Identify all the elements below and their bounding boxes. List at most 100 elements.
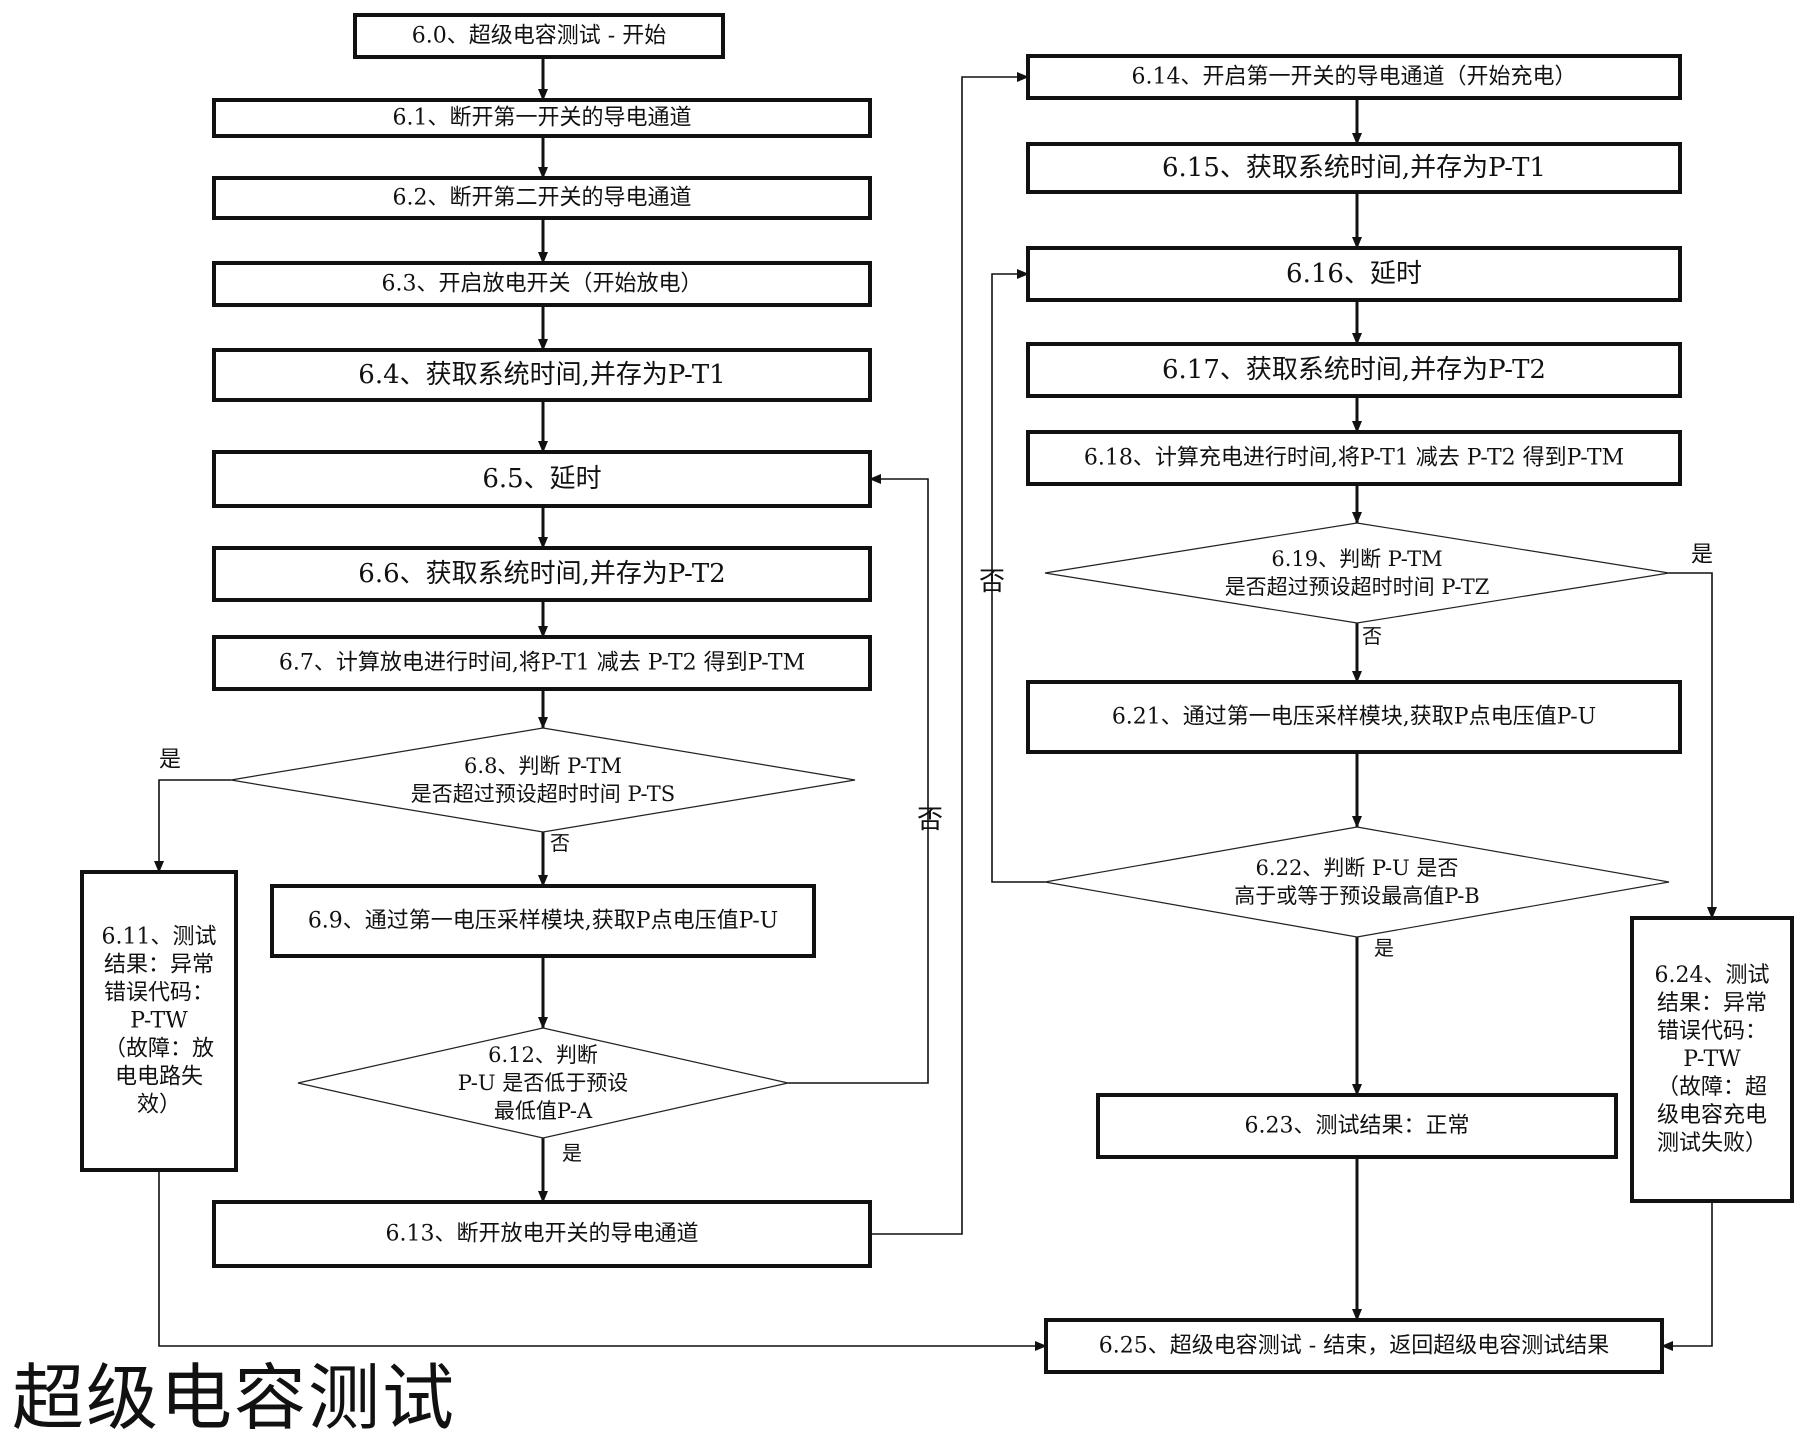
node-label: 结果：异常 — [104, 953, 214, 978]
node-n6-1: 6.1、断开第一开关的导电通道 — [212, 98, 872, 138]
connector-arrow — [1661, 1201, 1713, 1351]
process-box — [270, 884, 816, 958]
node-n6-9: 6.9、通过第一电压采样模块,获取P点电压值P-U — [270, 884, 816, 958]
node-n6-15: 6.15、获取系统时间,并存为P-T1 — [1026, 142, 1682, 194]
node-label: 6.25、超级电容测试 - 结束，返回超级电容测试结果 — [1099, 1334, 1609, 1359]
node-label: 6.22、判断 P-U 是否 — [1256, 856, 1459, 880]
node-n6-18: 6.18、计算充电进行时间,将P-T1 减去 P-T2 得到P-TM — [1026, 430, 1682, 486]
node-label: 错误代码： — [1657, 1019, 1767, 1044]
process-box — [1026, 142, 1682, 194]
edge-label-yes: 是 — [1374, 936, 1394, 960]
node-n6-17: 6.17、获取系统时间,并存为P-T2 — [1026, 342, 1682, 398]
process-box — [1026, 54, 1682, 100]
process-box — [212, 261, 872, 307]
node-n6-25: 6.25、超级电容测试 - 结束，返回超级电容测试结果 — [1044, 1318, 1664, 1374]
process-box — [212, 348, 872, 402]
page-title: 超级电容测试 — [12, 1356, 457, 1440]
process-box — [1026, 680, 1682, 754]
node-label: 6.8、判断 P-TM — [464, 754, 622, 778]
node-n6-23: 6.23、测试结果：正常 — [1096, 1093, 1618, 1159]
decision-diamond — [1044, 522, 1670, 624]
node-label: 6.7、计算放电进行时间,将P-T1 减去 P-T2 得到P-TM — [279, 651, 805, 676]
node-label: 6.16、延时 — [1286, 259, 1422, 289]
node-n6-4: 6.4、获取系统时间,并存为P-T1 — [212, 348, 872, 402]
node-label: 最低值P-A — [494, 1099, 593, 1123]
node-label: 6.5、延时 — [482, 464, 601, 494]
node-n6-13: 6.13、断开放电开关的导电通道 — [212, 1200, 872, 1268]
process-box — [212, 635, 872, 691]
node-n6-8: 6.8、判断 P-TM 是否超过预设超时时间 P-TS — [230, 727, 856, 833]
connector-arrow — [154, 779, 231, 873]
process-box — [1044, 1318, 1664, 1374]
node-label: P-TW — [130, 1009, 188, 1034]
process-box — [1096, 1093, 1618, 1159]
node-n6-14: 6.14、开启第一开关的导电通道（开始充电） — [1026, 54, 1682, 100]
node-label: 电电路失 — [115, 1065, 203, 1090]
node-n6-5: 6.5、延时 — [212, 450, 872, 508]
node-label: 6.18、计算充电进行时间,将P-T1 减去 P-T2 得到P-TM — [1084, 446, 1624, 471]
process-box — [212, 1200, 872, 1268]
node-label: 6.2、断开第二开关的导电通道 — [393, 186, 692, 211]
node-label: 6.21、通过第一电压采样模块,获取P点电压值P-U — [1112, 705, 1596, 730]
edge-label-yes: 是 — [1691, 543, 1713, 568]
edge-label-yes: 是 — [562, 1141, 582, 1165]
edge-label-no: 否 — [1362, 624, 1382, 648]
process-box — [1630, 916, 1794, 1203]
decision-diamond — [297, 1027, 789, 1139]
node-label: 6.24、测试 — [1655, 963, 1770, 988]
node-label: （故障：放 — [104, 1037, 214, 1062]
node-label: 级电容充电 — [1657, 1103, 1767, 1128]
connector-arrow — [788, 474, 929, 1084]
decision-diamond — [230, 727, 856, 833]
process-box — [1026, 246, 1682, 302]
node-label: （故障：超 — [1657, 1075, 1767, 1100]
process-box — [212, 98, 872, 138]
connector-arrow — [1669, 572, 1717, 919]
node-label: 6.1、断开第一开关的导电通道 — [393, 106, 692, 131]
node-label: 6.15、获取系统时间,并存为P-T1 — [1162, 153, 1546, 183]
node-label: P-U 是否低于预设 — [458, 1071, 628, 1095]
edge-label-no: 否 — [550, 831, 570, 855]
node-label: 6.6、获取系统时间,并存为P-T2 — [358, 559, 725, 589]
node-label: 结果：异常 — [1657, 991, 1767, 1016]
node-label: 测试失败） — [1657, 1131, 1767, 1156]
process-box — [80, 870, 238, 1172]
node-label: 6.14、开启第一开关的导电通道（开始充电） — [1132, 65, 1577, 90]
node-label: 6.3、开启放电开关（开始放电） — [382, 272, 703, 297]
node-label: 6.23、测试结果：正常 — [1245, 1114, 1470, 1139]
process-box — [1026, 430, 1682, 486]
node-n6-16: 6.16、延时 — [1026, 246, 1682, 302]
node-n6-7: 6.7、计算放电进行时间,将P-T1 减去 P-T2 得到P-TM — [212, 635, 872, 691]
node-label: 高于或等于预设最高值P-B — [1234, 884, 1480, 908]
node-label: 6.17、获取系统时间,并存为P-T2 — [1162, 355, 1546, 385]
node-n6-0: 6.0、超级电容测试 - 开始 — [353, 13, 725, 59]
process-box — [353, 13, 725, 59]
connector-arrow — [158, 1170, 1047, 1351]
node-label: 错误代码： — [104, 981, 214, 1006]
decision-diamond — [1044, 826, 1670, 938]
node-n6-3: 6.3、开启放电开关（开始放电） — [212, 261, 872, 307]
node-label: 6.11、测试 — [102, 925, 217, 950]
edge-label-no: 否 — [979, 567, 1005, 597]
process-box — [212, 546, 872, 602]
node-label: 6.0、超级电容测试 - 开始 — [412, 24, 666, 49]
node-label: 是否超过预设超时时间 P-TZ — [1225, 575, 1490, 599]
node-label: P-TW — [1683, 1047, 1741, 1072]
node-label: 6.13、断开放电开关的导电通道 — [386, 1222, 699, 1247]
process-box — [212, 176, 872, 220]
node-n6-2: 6.2、断开第二开关的导电通道 — [212, 176, 872, 220]
node-label: 是否超过预设超时时间 P-TS — [411, 782, 675, 806]
node-n6-6: 6.6、获取系统时间,并存为P-T2 — [212, 546, 872, 602]
edge-label-no: 否 — [917, 805, 943, 835]
node-label: 6.19、判断 P-TM — [1271, 547, 1442, 571]
node-label: 6.9、通过第一电压采样模块,获取P点电压值P-U — [308, 909, 778, 934]
node-label: 6.4、获取系统时间,并存为P-T1 — [358, 360, 725, 390]
node-n6-21: 6.21、通过第一电压采样模块,获取P点电压值P-U — [1026, 680, 1682, 754]
node-label: 6.12、判断 — [488, 1043, 598, 1067]
node-label: 效） — [137, 1093, 181, 1118]
connector-arrow — [991, 269, 1045, 883]
